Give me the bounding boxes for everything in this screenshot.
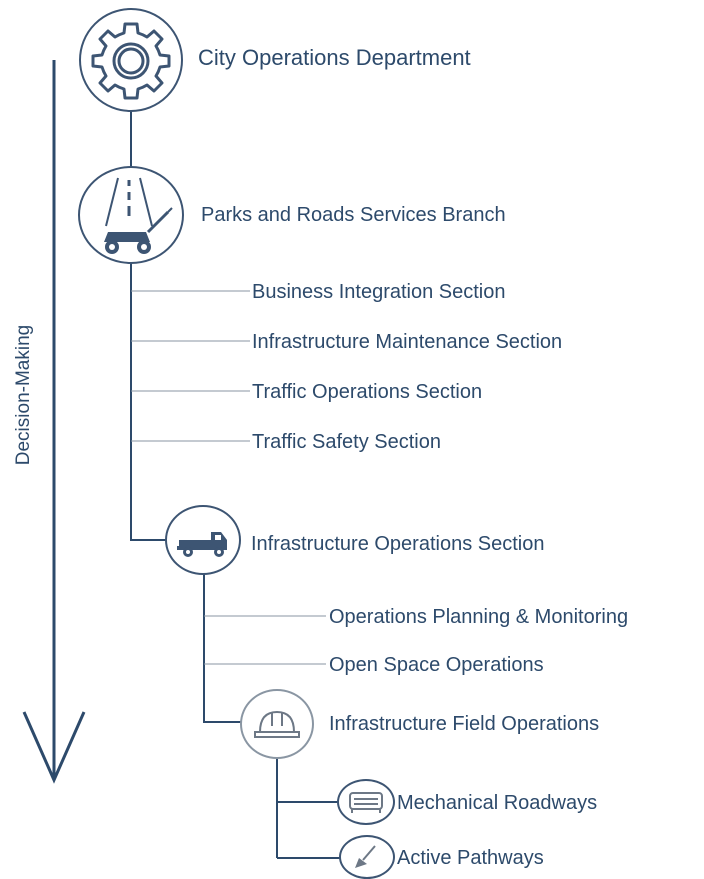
mechanical-roadways-node bbox=[337, 779, 395, 825]
department-label: City Operations Department bbox=[198, 45, 471, 70]
hard-hat-icon bbox=[254, 710, 300, 738]
truck-icon bbox=[177, 532, 227, 557]
active-pathways-label: Active Pathways bbox=[397, 847, 544, 869]
road-and-lawnmower-icon bbox=[104, 177, 173, 254]
road-sweeper-icon bbox=[349, 792, 383, 813]
section-label-infrastructure-maintenance: Infrastructure Maintenance Section bbox=[252, 331, 563, 353]
department-node bbox=[79, 8, 183, 112]
unit-label-open-space: Open Space Operations bbox=[329, 654, 544, 676]
branch-node bbox=[78, 166, 184, 264]
field-operations-node bbox=[240, 689, 314, 759]
gear-icon bbox=[91, 22, 171, 100]
unit-label-operations-planning: Operations Planning & Monitoring bbox=[329, 606, 629, 628]
branch-label: Parks and Roads Services Branch bbox=[201, 204, 506, 226]
field-operations-label: Infrastructure Field Operations bbox=[329, 713, 600, 735]
decision-arrow-head bbox=[22, 711, 86, 784]
section-label-traffic-safety: Traffic Safety Section bbox=[252, 431, 441, 453]
active-pathways-node bbox=[339, 835, 395, 879]
paint-brush-icon bbox=[355, 845, 376, 868]
operations-section-label: Infrastructure Operations Section bbox=[251, 533, 545, 555]
section-label-traffic-operations: Traffic Operations Section bbox=[252, 381, 483, 403]
section-label-business-integration: Business Integration Section bbox=[252, 281, 506, 303]
decision-making-axis-label: Decision-Making bbox=[13, 324, 34, 466]
mechanical-roadways-label: Mechanical Roadways bbox=[397, 792, 598, 814]
operations-section-node bbox=[165, 505, 241, 575]
